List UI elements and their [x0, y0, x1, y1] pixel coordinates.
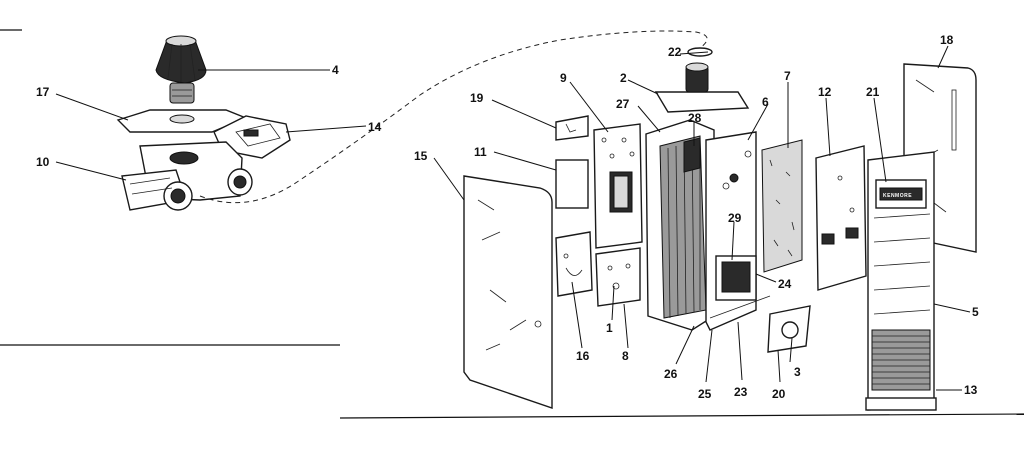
- callout-28: 28: [688, 111, 702, 125]
- plate-part-16: [555, 231, 593, 297]
- brand-plate-text: KENMORE: [883, 193, 912, 199]
- heat-exchanger-part-27: [645, 119, 715, 331]
- front-cabinet-part-5: KENMORE: [867, 151, 935, 411]
- callout-leaders: [55, 45, 971, 391]
- burner-tubes-part-10: [121, 141, 253, 211]
- callout-13: 13: [964, 383, 978, 397]
- callout-16: 16: [576, 349, 590, 363]
- callout-17: 17: [36, 85, 50, 99]
- burner-plate-part-9: [593, 123, 643, 249]
- burner-plate-part-8: [595, 247, 641, 307]
- callout-21: 21: [866, 85, 880, 99]
- callout-27: 27: [616, 97, 630, 111]
- insulation-panel-part-7: [761, 139, 803, 273]
- callout-22: 22: [668, 45, 682, 59]
- callout-7: 7: [784, 69, 791, 83]
- bottom-rule: [339, 413, 1024, 419]
- callout-23: 23: [734, 385, 748, 399]
- washer-part-22: [687, 47, 713, 57]
- callout-10: 10: [36, 155, 50, 169]
- callout-20: 20: [772, 387, 786, 401]
- flue-collar-part-2: [654, 62, 750, 113]
- callout-24: 24: [778, 277, 792, 291]
- callout-8: 8: [622, 349, 629, 363]
- callout-18: 18: [940, 33, 954, 47]
- callout-5: 5: [972, 305, 979, 319]
- callout-15: 15: [414, 149, 428, 163]
- combustion-chamber-part-6: [705, 131, 771, 331]
- draft-hood-part-14: [213, 115, 291, 159]
- callout-9: 9: [560, 71, 567, 85]
- callout-29: 29: [728, 211, 742, 225]
- callout-6: 6: [762, 95, 769, 109]
- bracket-part-19: [555, 115, 589, 141]
- base-strip-part-13: [865, 397, 937, 411]
- callout-12: 12: [818, 85, 832, 99]
- callout-25: 25: [698, 387, 712, 401]
- callout-4: 4: [332, 63, 339, 77]
- callout-19: 19: [470, 91, 484, 105]
- callout-3: 3: [794, 365, 801, 379]
- plate-part-11: [555, 159, 589, 209]
- callout-14: 14: [368, 120, 382, 134]
- vent-cap-part-4: [155, 35, 207, 104]
- callout-2: 2: [620, 71, 627, 85]
- callout-11: 11: [474, 145, 487, 159]
- control-panel-part-12: [815, 145, 867, 291]
- access-cover-part-20: [767, 305, 811, 353]
- callout-1: 1: [606, 321, 613, 335]
- callout-26: 26: [664, 367, 678, 381]
- side-panel-part-15: [463, 175, 553, 409]
